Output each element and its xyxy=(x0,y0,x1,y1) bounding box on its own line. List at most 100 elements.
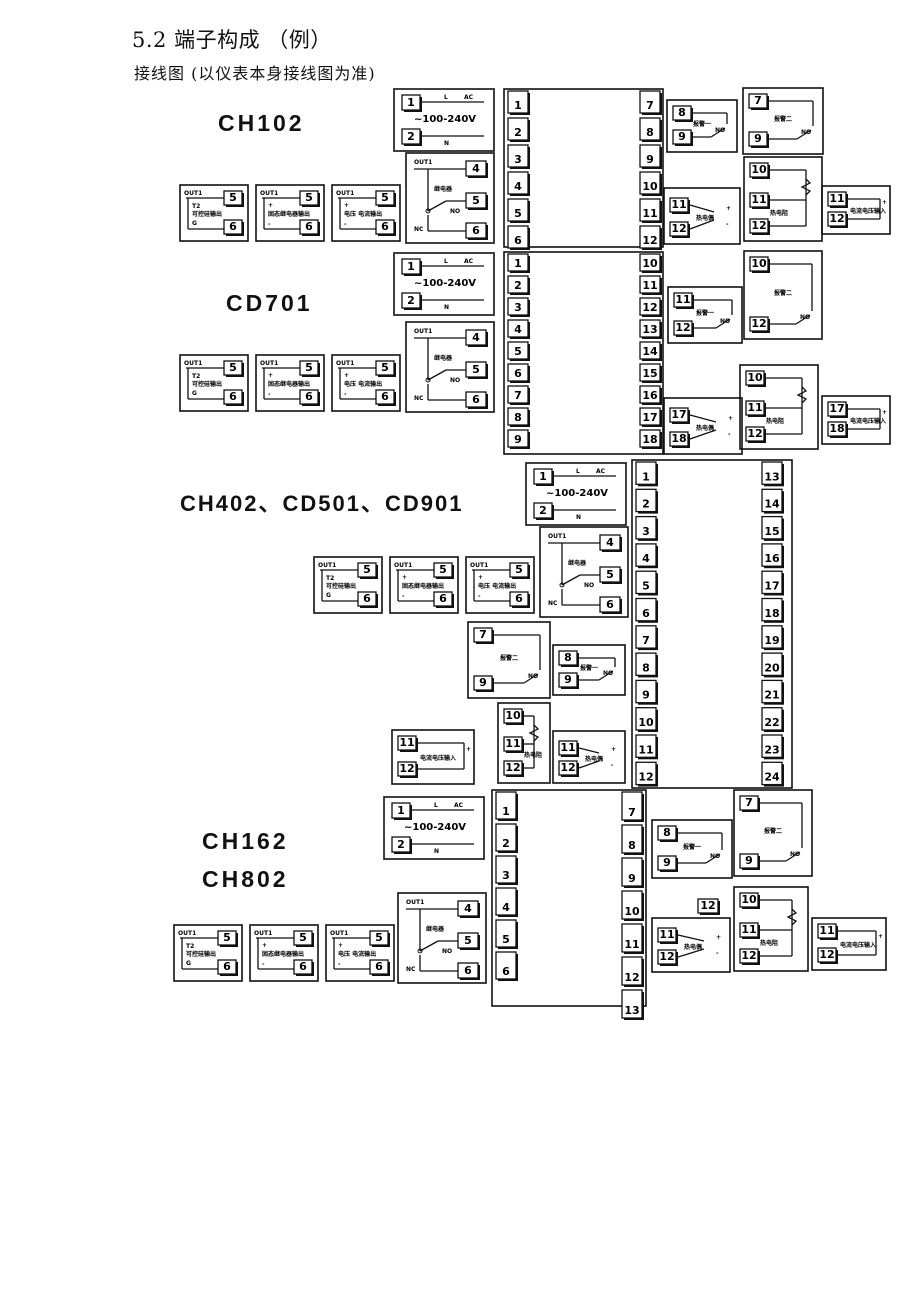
terminal-box xyxy=(672,129,692,145)
terminal-number: 3 xyxy=(514,153,522,166)
terminal-number: 11 xyxy=(642,279,657,292)
alarm-label: 报警一 xyxy=(580,664,598,672)
terminal-number: 1 xyxy=(407,260,415,273)
terminal-number: 10 xyxy=(747,371,763,384)
terminal-number: 7 xyxy=(479,628,487,641)
plus-label: + xyxy=(882,199,887,206)
rtd-box xyxy=(733,886,809,972)
rtd-label: 热电阻 xyxy=(766,417,784,425)
power-supply-box xyxy=(393,88,495,152)
out1-label: OUT1 xyxy=(330,930,348,937)
terminal-number: 2 xyxy=(642,498,650,511)
terminal-number: 12 xyxy=(675,321,690,334)
terminal-box xyxy=(635,515,657,540)
terminal-number: 2 xyxy=(502,837,510,850)
terminal-box xyxy=(621,857,643,887)
terminal-box xyxy=(507,275,529,294)
terminal-number: 1 xyxy=(502,805,510,818)
terminal-box xyxy=(739,853,759,869)
relay-output-box xyxy=(397,892,487,984)
thermocouple-box xyxy=(651,917,731,973)
out1-label: OUT1 xyxy=(414,328,432,335)
terminal-number: 12 xyxy=(659,950,674,963)
terminal-box xyxy=(375,389,395,405)
terminal-number: 1 xyxy=(397,804,405,817)
relay-label: 继电器 xyxy=(434,354,453,362)
model-label-ch402-cd501-cd901: CH402、CD501、CD901 xyxy=(180,491,464,516)
plus-label: + xyxy=(262,942,267,949)
alarm-box xyxy=(467,621,551,699)
g-label: G xyxy=(186,960,191,967)
plus-label: + xyxy=(466,746,471,753)
terminal-number: 11 xyxy=(819,924,834,937)
out1-label: OUT1 xyxy=(406,899,424,906)
terminal-number: 21 xyxy=(764,689,779,702)
terminal-number: 12 xyxy=(638,771,653,784)
plus-label: + xyxy=(716,934,721,941)
terminal-number: 5 xyxy=(502,933,510,946)
terminal-number: 17 xyxy=(764,580,779,593)
plus-label: + xyxy=(882,409,887,416)
no-label: NO xyxy=(528,673,538,680)
terminal-number: 3 xyxy=(514,301,522,314)
wire xyxy=(578,760,600,769)
terminal-box xyxy=(621,791,643,821)
rtd-label: 热电阻 xyxy=(770,209,788,217)
terminal-box xyxy=(761,625,783,649)
out1-label: OUT1 xyxy=(178,930,196,937)
terminal-box xyxy=(401,128,421,145)
no-label: NO xyxy=(790,851,800,858)
ssr-output-label: 固态继电器输出 xyxy=(402,582,444,590)
alarm-label: 报警二 xyxy=(774,289,792,297)
wire xyxy=(578,747,600,754)
rtd-label: 热电阻 xyxy=(524,751,542,759)
terminal-number: 13 xyxy=(764,470,779,483)
out1-label: OUT1 xyxy=(336,190,354,197)
out1-label: OUT1 xyxy=(260,360,278,367)
alarm-switch xyxy=(523,673,539,684)
alarm-switch xyxy=(785,851,801,862)
terminal-number: 6 xyxy=(514,367,522,380)
terminal-number: 11 xyxy=(675,293,690,306)
alarm-box xyxy=(742,87,824,155)
terminal-number: 11 xyxy=(659,928,674,941)
plus-label: + xyxy=(344,202,349,209)
terminal-box xyxy=(761,543,783,567)
minus-label: - xyxy=(726,221,729,228)
terminal-number: 18 xyxy=(764,607,779,620)
terminal-number: 10 xyxy=(624,905,640,918)
out1-label: OUT1 xyxy=(394,562,412,569)
relay-label: 继电器 xyxy=(426,925,445,933)
t2-label: T2 xyxy=(186,943,194,950)
terminal-box xyxy=(397,761,417,777)
t2-label: T2 xyxy=(192,203,200,210)
terminal-number: 12 xyxy=(671,222,686,235)
terminal-box xyxy=(375,219,395,235)
ac-label: AC xyxy=(454,802,464,809)
terminal-box xyxy=(657,825,677,841)
terminal-number: 12 xyxy=(399,762,414,775)
terminal-box xyxy=(673,320,693,336)
terminal-number: 12 xyxy=(829,212,844,225)
out1-label: OUT1 xyxy=(470,562,488,569)
t2-label: T2 xyxy=(192,373,200,380)
current-voltage-input-box xyxy=(811,917,887,971)
terminal-box xyxy=(507,90,529,114)
alarm-switch xyxy=(795,314,811,325)
terminal-box xyxy=(621,824,643,854)
power-supply-box xyxy=(525,462,627,526)
terminal-box xyxy=(639,385,661,404)
nc-label: NC xyxy=(548,600,558,607)
alarm-box xyxy=(667,286,743,344)
terminal-box xyxy=(827,401,847,417)
rtd-box xyxy=(739,364,819,450)
terminal-number: 9 xyxy=(754,132,762,145)
terminal-number: 6 xyxy=(606,598,614,611)
t2-label: T2 xyxy=(326,575,334,582)
output-box-ssr xyxy=(255,354,325,412)
terminal-number: 11 xyxy=(741,923,756,936)
relay-contact xyxy=(425,208,431,214)
neutral-label: N xyxy=(444,304,449,311)
ssr-output-label: 固态继电器输出 xyxy=(268,380,310,388)
